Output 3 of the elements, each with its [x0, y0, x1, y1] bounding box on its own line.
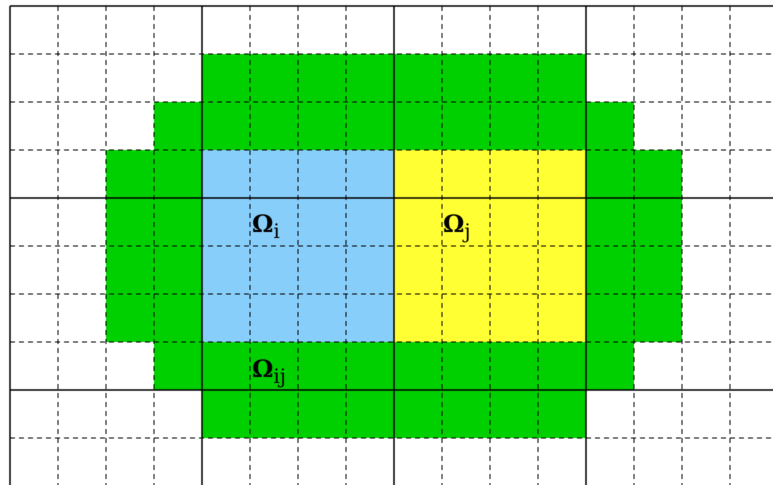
region-label: Ω$_{ij}$: [252, 355, 286, 390]
region-label: Ω$_{i}$: [252, 210, 280, 245]
region-label: Ω$_{j}$: [443, 210, 471, 245]
